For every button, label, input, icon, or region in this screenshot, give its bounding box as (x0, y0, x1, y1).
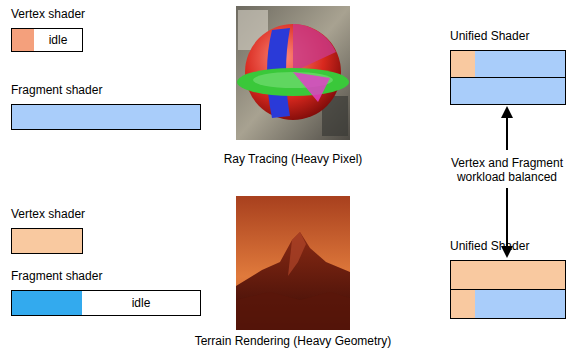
ray-tracing-image (236, 6, 350, 140)
load-fill (12, 105, 200, 129)
shader-bar: Unified Shader (450, 28, 566, 105)
load-fill (451, 78, 565, 104)
shader-load-bar (11, 228, 83, 254)
terrain-image (236, 196, 350, 330)
shader-heading: Vertex shader (11, 206, 85, 222)
shader-heading: Fragment shader (11, 82, 201, 98)
bar-row (12, 229, 82, 253)
bar-row (451, 77, 565, 104)
load-fill (475, 290, 565, 318)
shader-bar: Vertex shader idle (11, 6, 85, 52)
bar-row: idle (12, 29, 82, 51)
load-fill (451, 290, 475, 318)
image-caption: Ray Tracing (Heavy Pixel) (170, 152, 416, 166)
bar-row (451, 51, 565, 77)
load-fill (12, 229, 82, 253)
shader-heading: Fragment shader (11, 268, 201, 284)
load-fill (451, 261, 565, 289)
shader-bar: Fragment shader (11, 82, 201, 130)
load-fill (475, 51, 565, 77)
shader-load-bar: idle (11, 28, 83, 52)
bar-row (12, 105, 200, 129)
shader-bar: Fragment shader idle (11, 268, 201, 316)
load-fill (12, 291, 82, 315)
shader-load-bar: idle (11, 290, 201, 316)
bar-row: idle (12, 291, 200, 315)
shader-heading: Unified Shader (450, 28, 566, 44)
image-caption: Terrain Rendering (Heavy Geometry) (150, 334, 436, 348)
bar-row (451, 289, 565, 318)
shader-bar: Vertex shader (11, 206, 85, 254)
balance-note: Vertex and Fragment workload balanced (444, 156, 570, 184)
bar-row (451, 261, 565, 289)
shader-bar: Unified Shader (450, 238, 566, 319)
shader-heading: Unified Shader (450, 238, 566, 254)
shader-load-bar (450, 50, 566, 105)
load-fill (451, 51, 475, 77)
shader-load-bar (450, 260, 566, 319)
load-fill (12, 29, 34, 51)
shader-load-bar (11, 104, 201, 130)
idle-text: idle (82, 291, 200, 315)
idle-text: idle (34, 29, 82, 51)
shader-heading: Vertex shader (11, 6, 85, 22)
